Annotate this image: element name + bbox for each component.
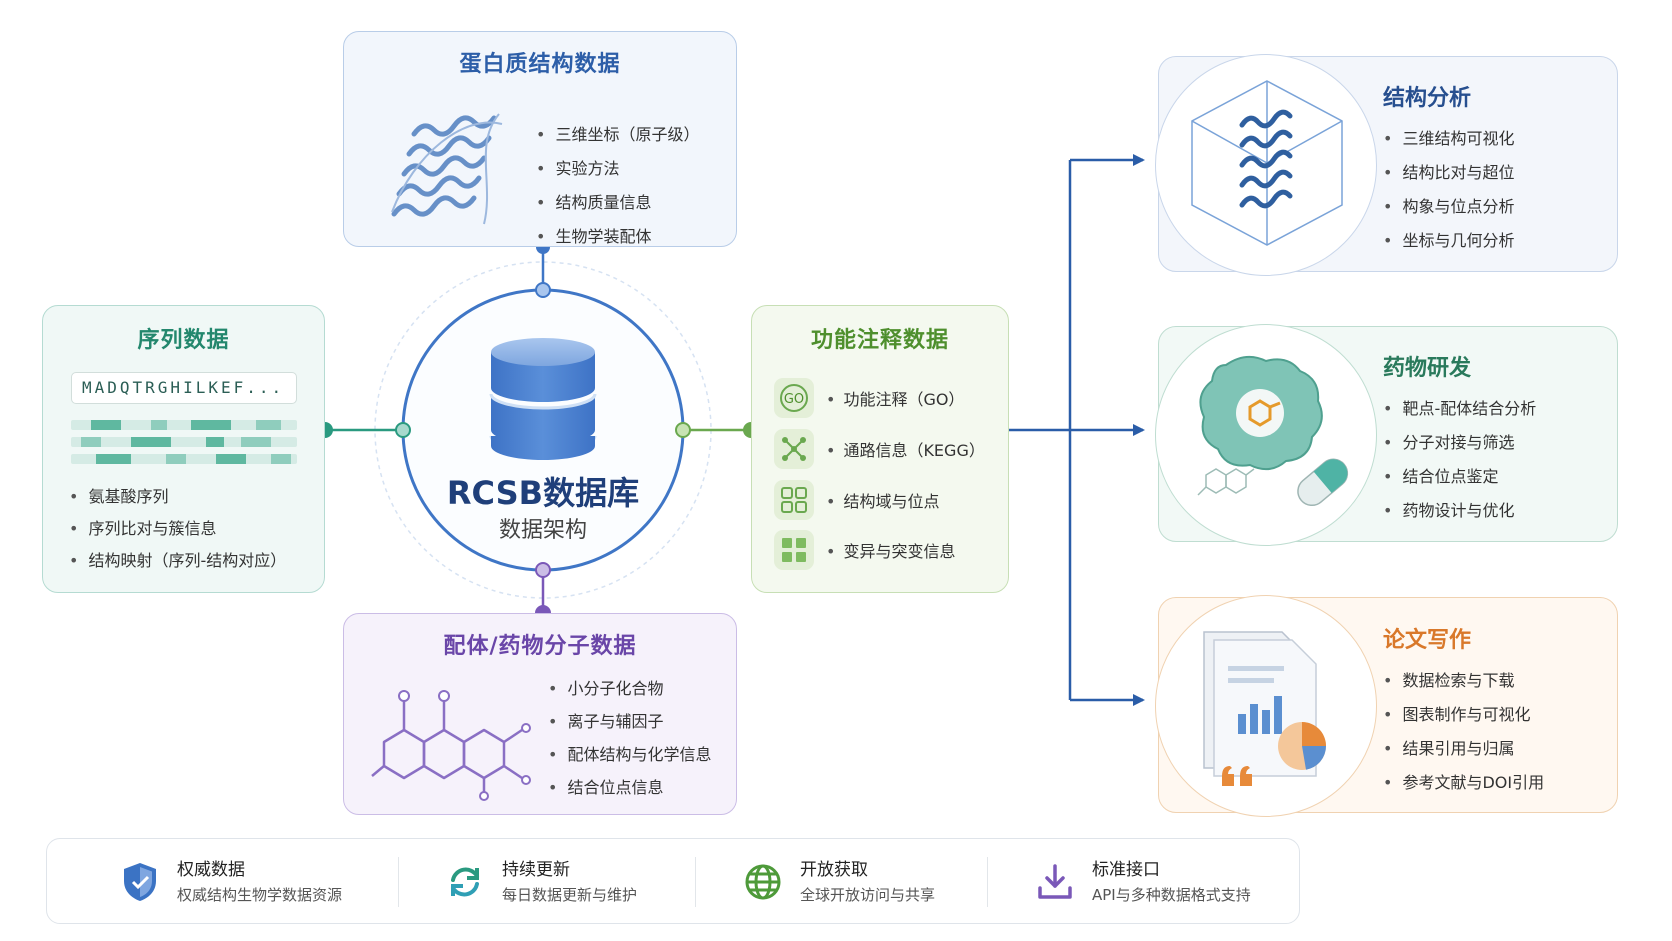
feature-api: 标准接口 API与多种数据格式支持 <box>1032 853 1251 911</box>
protein-structure-card: 蛋白质结构数据 三维坐标（原子级） 实验方法 结构质量信息 生物学装配体 <box>343 31 737 247</box>
structure-analysis-illustration <box>1155 54 1377 276</box>
drug-discovery-item: 分子对接与筛选 <box>1383 426 1536 460</box>
function-item-mutation: 变异与突变信息 <box>774 528 955 572</box>
structure-analysis-item: 三维结构可视化 <box>1383 122 1514 156</box>
paper-writing-item: 图表制作与可视化 <box>1383 698 1544 732</box>
protein-item: 生物学装配体 <box>536 220 699 254</box>
drug-discovery-item: 药物设计与优化 <box>1383 494 1536 528</box>
paper-writing-title: 论文写作 <box>1383 628 1472 653</box>
feature-subtitle: API与多种数据格式支持 <box>1092 886 1251 904</box>
sequence-items: 氨基酸序列 序列比对与簇信息 结构映射（序列-结构对应） <box>69 481 286 577</box>
ligand-drug-card: 配体/药物分子数据 小分子化合物 离子与辅因子 配体结构与化学信息 结合位点信息 <box>343 613 737 815</box>
feature-authority: 权威数据 权威结构生物学数据资源 <box>117 853 342 911</box>
database-icon <box>489 338 597 460</box>
feature-subtitle: 权威结构生物学数据资源 <box>177 886 343 904</box>
mutation-grid-icon <box>774 530 814 570</box>
drug-discovery-item: 靶点-配体结合分析 <box>1383 392 1536 426</box>
function-item-label: 功能注释（GO） <box>826 386 964 410</box>
shield-icon <box>117 859 163 905</box>
function-item-label: 结构域与位点 <box>826 488 939 512</box>
ligand-items: 小分子化合物 离子与辅因子 配体结构与化学信息 结合位点信息 <box>548 672 711 804</box>
protein-card-title: 蛋白质结构数据 <box>459 52 621 77</box>
ligand-item: 离子与辅因子 <box>548 705 711 738</box>
feature-title: 标准接口 <box>1092 860 1160 880</box>
ligand-card-title: 配体/药物分子数据 <box>443 634 637 659</box>
sequence-alignment-icon <box>71 420 297 464</box>
drug-discovery-illustration <box>1155 324 1377 546</box>
function-annotation-card: 功能注释数据 GO 功能注释（GO） 通路信息（KEGG） 结构域与位点 变异与… <box>751 305 1009 593</box>
sequence-data-card: 序列数据 MADQTRGHILKEF... 氨基酸序列 序列比对与簇信息 结构映… <box>42 305 325 593</box>
ligand-item: 小分子化合物 <box>548 672 711 705</box>
function-item-domain: 结构域与位点 <box>774 478 939 522</box>
feature-bar: 权威数据 权威结构生物学数据资源 持续更新 每日数据更新与维护 开放获取 全球开… <box>46 838 1300 924</box>
protein-box-icon <box>1191 80 1343 246</box>
protein-ligand-capsule-icon <box>1197 355 1349 507</box>
function-item-label: 通路信息（KEGG） <box>826 437 984 461</box>
feature-divider <box>695 857 696 907</box>
feature-divider <box>987 857 988 907</box>
function-item-label: 变异与突变信息 <box>826 538 955 562</box>
protein-item: 结构质量信息 <box>536 186 699 220</box>
structure-analysis-items: 三维结构可视化 结构比对与超位 构象与位点分析 坐标与几何分析 <box>1383 122 1514 258</box>
function-item-kegg: 通路信息（KEGG） <box>774 427 985 471</box>
drug-discovery-items: 靶点-配体结合分析 分子对接与筛选 结合位点鉴定 药物设计与优化 <box>1383 392 1536 528</box>
protein-item: 实验方法 <box>536 152 699 186</box>
center-subtitle: 数据架构 <box>498 518 587 543</box>
feature-title: 持续更新 <box>502 860 570 880</box>
structure-analysis-item: 构象与位点分析 <box>1383 190 1514 224</box>
svg-text:GO: GO <box>784 392 804 407</box>
drug-discovery-item: 结合位点鉴定 <box>1383 460 1536 494</box>
paper-writing-item: 数据检索与下载 <box>1383 664 1544 698</box>
sequence-text: MADQTRGHILKEF... <box>71 372 297 404</box>
feature-title: 开放获取 <box>800 860 868 880</box>
drug-discovery-title: 药物研发 <box>1383 356 1472 381</box>
ligand-item: 配体结构与化学信息 <box>548 738 711 771</box>
feature-subtitle: 全球开放访问与共享 <box>800 886 936 904</box>
sequence-item: 序列比对与簇信息 <box>69 513 286 545</box>
structure-analysis-item: 结构比对与超位 <box>1383 156 1514 190</box>
pathway-network-icon <box>774 429 814 469</box>
feature-divider <box>398 857 399 907</box>
molecule-structure-icon <box>371 690 531 801</box>
feature-subtitle: 每日数据更新与维护 <box>502 886 638 904</box>
function-card-title: 功能注释数据 <box>810 328 949 353</box>
go-icon: GO <box>774 378 814 418</box>
protein-helix-icon <box>391 113 503 225</box>
protein-items: 三维坐标（原子级） 实验方法 结构质量信息 生物学装配体 <box>536 118 699 254</box>
ligand-item: 结合位点信息 <box>548 771 711 804</box>
domain-grid-icon <box>774 480 814 520</box>
sequence-card-title: 序列数据 <box>137 328 230 353</box>
feature-open-access: 开放获取 全球开放访问与共享 <box>740 853 935 911</box>
structure-analysis-item: 坐标与几何分析 <box>1383 224 1514 258</box>
function-item-go: GO 功能注释（GO） <box>774 376 964 420</box>
feature-title: 权威数据 <box>177 860 245 880</box>
paper-writing-items: 数据检索与下载 图表制作与可视化 结果引用与归属 参考文献与DOI引用 <box>1383 664 1544 800</box>
globe-icon <box>740 859 786 905</box>
document-chart-quote-icon <box>1203 631 1326 786</box>
paper-writing-illustration <box>1155 595 1377 817</box>
refresh-icon <box>442 859 488 905</box>
paper-writing-item: 结果引用与归属 <box>1383 732 1544 766</box>
feature-updates: 持续更新 每日数据更新与维护 <box>442 853 637 911</box>
sequence-item: 氨基酸序列 <box>69 481 286 513</box>
paper-writing-item: 参考文献与DOI引用 <box>1383 766 1544 800</box>
center-title: RCSB数据库 <box>446 474 640 512</box>
structure-analysis-title: 结构分析 <box>1383 86 1472 111</box>
download-icon <box>1032 859 1078 905</box>
protein-item: 三维坐标（原子级） <box>536 118 699 152</box>
sequence-item: 结构映射（序列-结构对应） <box>69 545 286 577</box>
